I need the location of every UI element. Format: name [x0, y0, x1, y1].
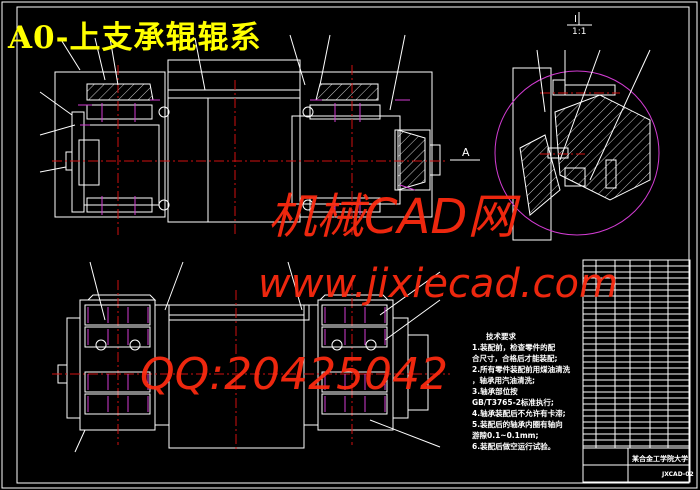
bottom-plan-view — [52, 261, 450, 453]
title-block-school: 某合金工学院大学 — [632, 455, 688, 463]
requirement-line: 2.所有零件装配前用煤油清洗 — [472, 365, 571, 374]
roller-block — [84, 326, 151, 348]
roller-block — [321, 304, 388, 326]
top-section-view — [39, 34, 480, 235]
requirement-line: 3.轴承部位按 — [472, 387, 518, 396]
roller-block — [321, 326, 388, 348]
requirements-heading: 技术要求 — [486, 332, 516, 341]
requirement-line: 1.装配前，检查零件的配 — [472, 343, 556, 352]
technical-requirements: 技术要求 1.装配前，检查零件的配 合尺寸，合格后才能装配; 2.所有零件装配前… — [472, 331, 570, 452]
requirement-line: GB/T3765-2标准执行; — [472, 398, 554, 407]
section-label: I — [574, 14, 577, 25]
requirement-line: 4.轴承装配后不允许有卡滞; — [472, 409, 566, 418]
section-scale: 1:1 — [572, 27, 587, 37]
bolt-head — [365, 339, 377, 351]
requirement-line: 合尺寸，合格后才能装配; — [472, 354, 558, 363]
roller-block — [321, 371, 388, 393]
drawing-title: A0-上支承辊辊系 — [8, 20, 262, 56]
roller-block — [84, 304, 151, 326]
bolt-head — [129, 339, 141, 351]
view-label: A — [462, 146, 470, 159]
requirement-line: 5.装配后的轴承内圈有轴向 — [472, 420, 563, 429]
roller-block — [84, 371, 151, 393]
roller-block — [321, 393, 388, 415]
bolt-head — [331, 339, 343, 351]
inner-border — [16, 6, 690, 484]
requirement-line: ，轴承用汽油清洗; — [472, 376, 535, 385]
watermark-url: www.jixiecad.com — [258, 261, 618, 307]
requirement-line: 游隙0.1~0.1mm; — [472, 431, 539, 440]
detail-section-view — [494, 12, 660, 241]
requirement-line: 6.装配后做空运行试验。 — [472, 442, 556, 451]
watermark-qq: QQ:20425042 — [140, 349, 449, 400]
bolt-head — [95, 339, 107, 351]
title-block-drawing-number: JXCAD-02 — [662, 471, 694, 478]
watermark-site-name: 机械CAD网 — [268, 189, 516, 245]
parts-list-table — [582, 259, 691, 483]
roller-block — [84, 393, 151, 415]
